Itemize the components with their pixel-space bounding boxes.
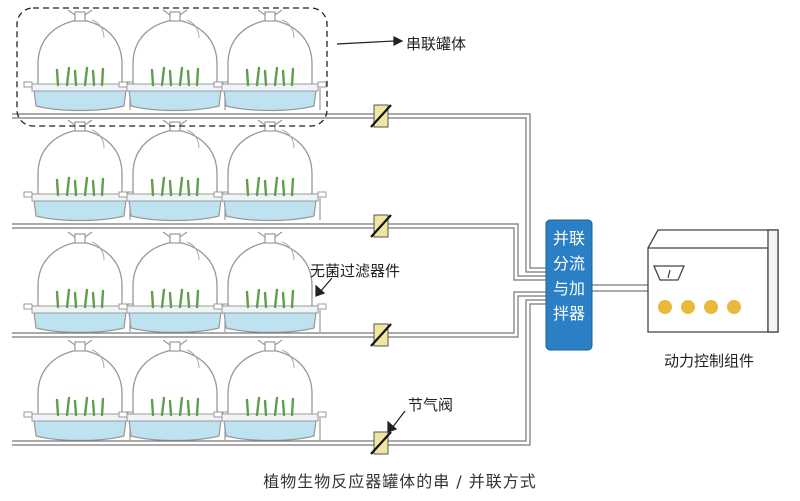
splitter-line-3: 与加: [552, 279, 585, 298]
label-sterile-filter: 无菌过滤器件: [310, 262, 401, 280]
pipes: [12, 113, 648, 446]
label-series-tanks: 串联罐体: [406, 35, 467, 53]
label-power-control: 动力控制组件: [664, 352, 755, 370]
row-4-vessels: [22, 338, 328, 442]
row-2-vessels: [22, 118, 328, 222]
row-1-vessels: [22, 8, 328, 112]
splitter-line-2: 分流: [552, 254, 585, 273]
indicator-lights: [658, 300, 741, 314]
splitter-stirrer-label: 并联 分流 与加 拌器: [546, 226, 592, 326]
splitter-line-1: 并联: [552, 229, 585, 248]
figure-caption: 植物生物反应器罐体的串 / 并联方式: [263, 472, 537, 491]
splitter-line-4: 拌器: [552, 304, 585, 323]
power-control-unit: [647, 229, 779, 333]
splitter-stirrer-box: [545, 219, 593, 351]
label-throttle-valve: 节气阀: [408, 396, 454, 414]
row-3-vessels: [22, 230, 328, 334]
series-group-outline: [16, 7, 328, 127]
annotation-arrows: [315, 36, 406, 433]
